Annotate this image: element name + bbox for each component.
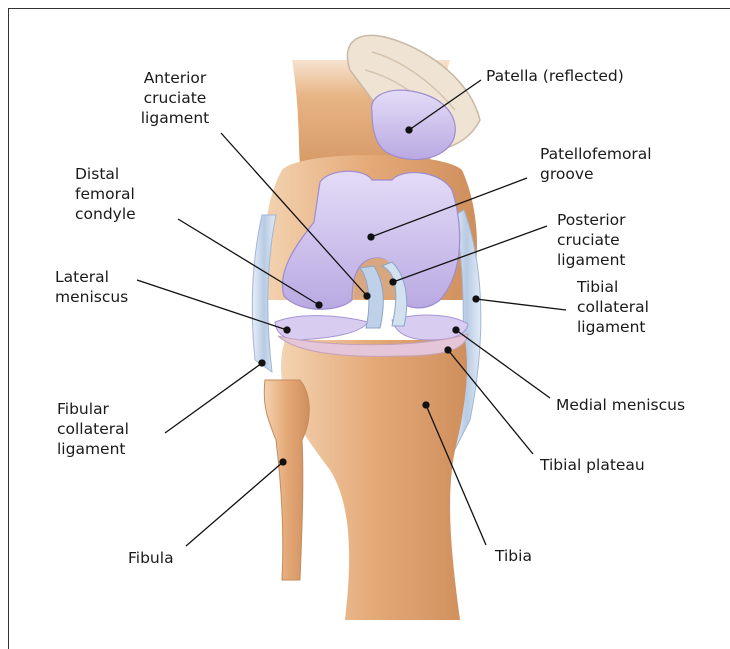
label-medial-meniscus: Medial meniscus <box>556 395 685 415</box>
label-fibula: Fibula <box>128 548 174 568</box>
leader-fibular-collateral <box>165 363 262 433</box>
label-tibial-collateral-ligament: Tibial collateral ligament <box>577 277 649 337</box>
tibia-bone <box>281 340 467 620</box>
fibula-bone <box>264 380 309 580</box>
label-distal-femoral-condyle: Distal femoral condyle <box>75 164 136 224</box>
label-patella: Patella (reflected) <box>486 66 624 86</box>
label-patellofemoral-groove: Patellofemoral groove <box>540 144 652 184</box>
label-tibia: Tibia <box>495 546 532 566</box>
label-fibular-collateral-ligament: Fibular collateral ligament <box>57 399 129 459</box>
label-anterior-cruciate-ligament: Anterior cruciate ligament <box>123 68 227 128</box>
label-lateral-meniscus: Lateral meniscus <box>55 267 128 307</box>
label-tibial-plateau: Tibial plateau <box>540 455 645 475</box>
leader-tibial-collateral <box>476 299 566 310</box>
leader-fibula <box>186 462 283 546</box>
label-posterior-cruciate-ligament: Posterior cruciate ligament <box>557 210 626 270</box>
